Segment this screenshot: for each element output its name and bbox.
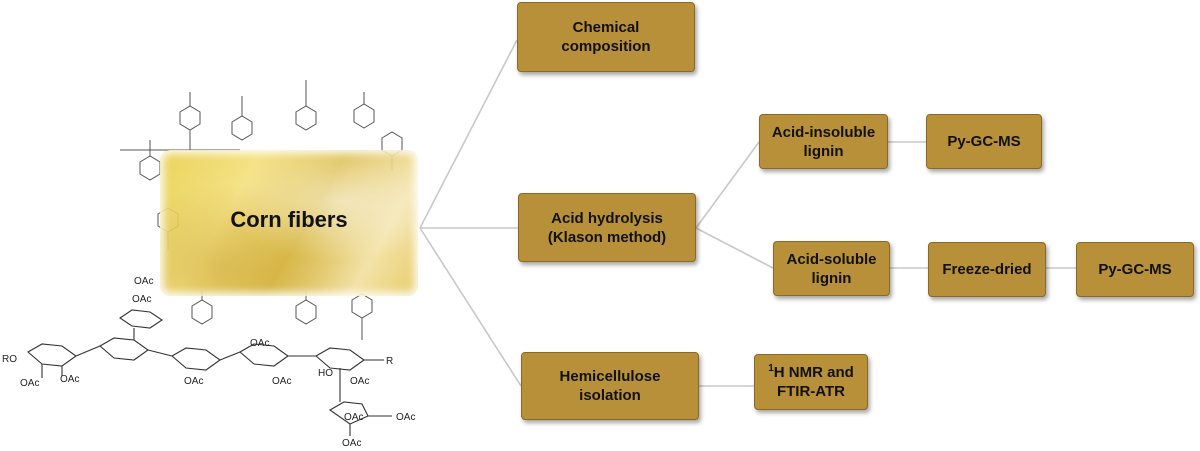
nmr-ftir-label: 1H NMR and FTIR-ATR xyxy=(768,363,854,401)
oac-label: OAc xyxy=(396,412,415,423)
oac-label: OAc xyxy=(350,376,369,387)
xylan-chain-labels: RO R HO OAc OAc OAc OAc OAc OAc OAc OAc … xyxy=(2,276,415,449)
acid-hydrolysis-label: Acid hydrolysis (Klason method) xyxy=(547,209,667,246)
oac-label: OAc xyxy=(134,276,153,287)
connector-lines xyxy=(419,39,1076,387)
chemical-composition-label: Chemical composition xyxy=(561,19,651,55)
ro-label: RO xyxy=(2,354,17,365)
acid-insoluble-lignin-label: Acid-insoluble lignin xyxy=(771,123,876,160)
acid-insoluble-lignin-node: Acid-insoluble lignin xyxy=(759,114,888,169)
hemicellulose-isolation-node: Hemicellulose isolation xyxy=(521,352,699,420)
nmr-superscript: 1 xyxy=(768,363,774,374)
chemical-composition-node: Chemical composition xyxy=(517,2,695,72)
oac-label: OAc xyxy=(272,376,291,387)
hemicellulose-isolation-label: Hemicellulose isolation xyxy=(559,368,661,404)
py-gc-ms-node-2: Py-GC-MS xyxy=(1076,242,1194,297)
py-gc-ms-node-1: Py-GC-MS xyxy=(926,114,1042,169)
oac-label: OAc xyxy=(132,294,151,305)
py-gc-ms-label-2: Py-GC-MS xyxy=(1098,261,1172,278)
xylan-chain-drawing xyxy=(27,309,392,436)
oac-label: OAc xyxy=(342,438,361,449)
oac-label: OAc xyxy=(20,378,39,389)
py-gc-ms-label-1: Py-GC-MS xyxy=(947,133,1021,150)
acid-soluble-lignin-label: Acid-soluble lignin xyxy=(786,250,877,287)
acid-hydrolysis-node: Acid hydrolysis (Klason method) xyxy=(518,193,696,262)
nmr-line-1: H NMR and xyxy=(773,364,854,381)
corn-fibers-photo xyxy=(160,150,418,296)
corn-fibers-label: Corn fibers xyxy=(230,207,348,232)
oac-label: OAc xyxy=(344,412,363,423)
oac-label: OAc xyxy=(250,338,269,349)
nmr-line-2: FTIR-ATR xyxy=(776,383,846,400)
oac-label: OAc xyxy=(60,374,79,385)
r-label: R xyxy=(386,356,393,367)
ho-label: HO xyxy=(318,368,333,379)
nmr-ftir-node: 1H NMR and FTIR-ATR xyxy=(754,354,868,410)
oac-label: OAc xyxy=(184,376,203,387)
freeze-dried-label: Freeze-dried xyxy=(942,261,1032,278)
freeze-dried-node: Freeze-dried xyxy=(928,242,1046,297)
acid-soluble-lignin-node: Acid-soluble lignin xyxy=(773,241,890,296)
